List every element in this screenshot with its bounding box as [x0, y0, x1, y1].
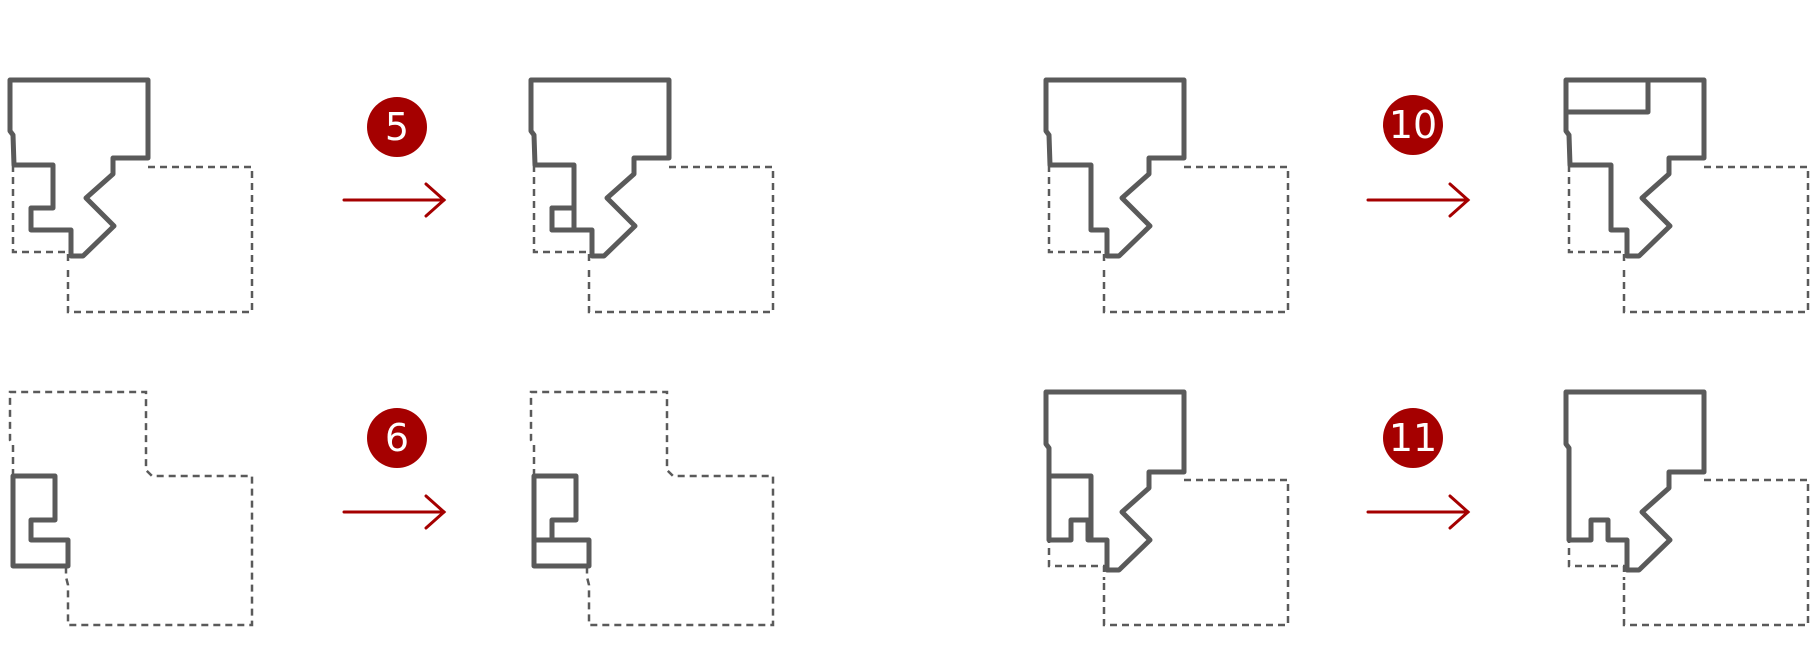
left-notch-outline [11, 165, 70, 266]
arrow-head [1448, 494, 1471, 530]
step-badge-label: 5 [385, 105, 409, 149]
lower-block-outline [587, 165, 775, 314]
upper-room-outline [1563, 77, 1707, 259]
step-10-after-plan [1563, 77, 1810, 314]
step-10-before-plan [1043, 77, 1290, 314]
step-6-after-plan [529, 390, 775, 627]
step-6-before-plan [8, 390, 254, 627]
upper-room-outline [528, 77, 672, 259]
small-room-outline [531, 473, 592, 569]
site-outline [529, 390, 775, 627]
step-badge-label: 6 [385, 416, 409, 460]
arrow-head [1448, 182, 1471, 218]
lower-block-outline [1102, 478, 1290, 627]
step-11-before-plan [1043, 389, 1290, 627]
step-badge-circle [1383, 95, 1443, 155]
step-5-badge: 5 [367, 97, 427, 157]
lower-block-outline [1102, 165, 1290, 314]
left-cell-outline [1046, 473, 1094, 543]
left-notch-outline [532, 165, 591, 266]
step-badge-label: 10 [1389, 103, 1437, 147]
left-notch-outline [1047, 476, 1106, 580]
left-notch-outline [1047, 165, 1106, 266]
step-11-badge: 11 [1383, 408, 1443, 468]
step-badge-label: 11 [1389, 416, 1437, 460]
step-5-group: 5 [7, 77, 775, 314]
left-notch-outline [1567, 165, 1626, 266]
upper-room-outline [1043, 77, 1187, 259]
new-corner-room [1563, 77, 1651, 115]
arrow-head [424, 182, 447, 218]
step-11-arrow [1366, 494, 1471, 530]
upper-room-outline [1563, 389, 1707, 573]
step-5-before-plan [7, 77, 254, 314]
step-5-after-plan [528, 77, 775, 314]
lower-block-outline [1622, 478, 1810, 627]
upper-room-outline [1043, 389, 1187, 573]
step-11-after-plan [1563, 389, 1810, 627]
step-10-arrow [1366, 182, 1471, 218]
step-6-group: 6 [8, 390, 775, 627]
arrow-head [424, 494, 447, 530]
step-6-badge: 6 [367, 408, 427, 468]
step-10-badge: 10 [1383, 95, 1443, 155]
lower-block-outline [66, 165, 254, 314]
site-outline [8, 390, 254, 627]
step-badge-circle [1383, 408, 1443, 468]
step-6-arrow [342, 494, 447, 530]
lower-block-outline [1622, 165, 1810, 314]
new-small-room [549, 205, 577, 233]
step-badge-circle [367, 97, 427, 157]
small-room-outline [10, 473, 71, 569]
step-5-arrow [342, 182, 447, 218]
upper-room-outline [7, 77, 151, 259]
left-notch-outline [1567, 476, 1626, 580]
step-11-group: 11 [1043, 389, 1810, 627]
step-badge-circle [367, 408, 427, 468]
step-10-group: 10 [1043, 77, 1810, 314]
